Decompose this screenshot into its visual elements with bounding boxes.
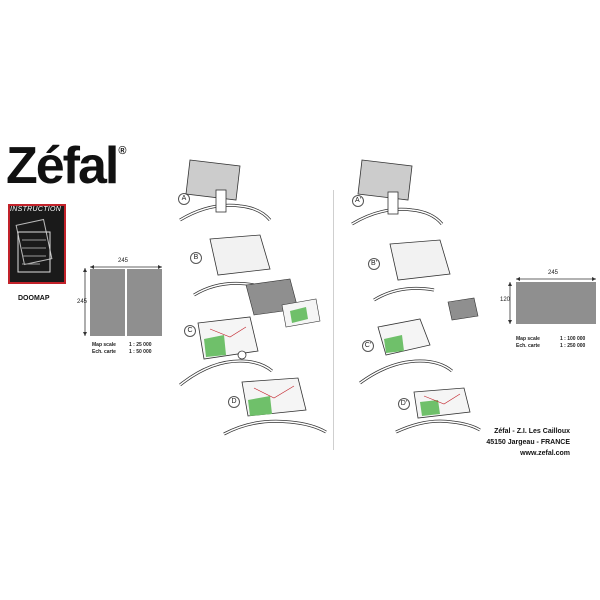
right-map-height-arrow xyxy=(508,282,512,324)
step-b-prime-illustration xyxy=(373,239,479,321)
right-scale-2: 1 : 250 000 xyxy=(560,343,586,349)
left-scale-1: 1 : 25 000 xyxy=(129,342,152,348)
step-d-prime-label: D' xyxy=(398,398,410,410)
step-a-label: A xyxy=(178,193,190,205)
step-d-illustration xyxy=(223,377,327,436)
left-map-sheet xyxy=(90,269,162,336)
left-map-scale-label: Map scale Ech. carte xyxy=(92,342,116,356)
document-icon xyxy=(15,218,53,273)
right-map-height-label: 120 xyxy=(500,297,511,303)
left-scale-en: Map scale xyxy=(92,342,116,348)
address-line-1: Zéfal - Z.I. Les Cailloux xyxy=(494,428,570,435)
left-scale-fr: Ech. carte xyxy=(92,349,116,355)
step-a-prime-illustration xyxy=(351,159,444,226)
step-c-illustration xyxy=(179,316,273,387)
left-map-scale-values: 1 : 25 000 1 : 50 000 xyxy=(129,342,152,356)
right-scale-1: 1 : 100 000 xyxy=(560,336,586,342)
right-map-width-arrow xyxy=(516,277,596,281)
step-c-prime-label: C' xyxy=(362,340,374,352)
column-divider xyxy=(333,190,334,450)
zefal-logo: Zéfal® xyxy=(6,137,127,195)
right-scale-en: Map scale xyxy=(516,336,540,342)
right-map-scale-values: 1 : 100 000 1 : 250 000 xyxy=(560,336,585,350)
left-map-height-arrow xyxy=(83,268,87,336)
step-a-prime-label: A' xyxy=(352,195,364,207)
step-c-prime-illustration xyxy=(359,318,453,385)
right-map-width-label: 245 xyxy=(548,270,559,276)
registered-mark: ® xyxy=(118,145,126,157)
address-line-2: 45150 Jargeau - FRANCE xyxy=(486,439,570,446)
instruction-label: INSTRUCTION xyxy=(10,206,62,213)
right-map-scale-label: Map scale Ech. carte xyxy=(516,336,540,350)
website-link[interactable]: www.zefal.com xyxy=(520,450,570,457)
left-map-width-arrow xyxy=(90,265,162,269)
step-b-illustration xyxy=(193,234,321,328)
step-b-label: B xyxy=(190,252,202,264)
company-address: Zéfal - Z.I. Les Cailloux 45150 Jargeau … xyxy=(486,426,570,459)
step-b-prime-label: B' xyxy=(368,258,380,270)
left-scale-2: 1 : 50 000 xyxy=(129,349,152,355)
step-a-illustration xyxy=(179,159,272,222)
step-d-prime-illustration xyxy=(395,387,481,434)
right-scale-fr: Ech. carte xyxy=(516,343,540,349)
left-map-height-label: 245 xyxy=(77,299,88,305)
right-map-sheet xyxy=(516,282,596,324)
left-map-width-label: 245 xyxy=(118,258,129,264)
logo-text: Zéfal xyxy=(6,137,119,195)
product-name: DOOMAP xyxy=(18,295,50,302)
step-c-label: C xyxy=(184,325,196,337)
step-d-label: D xyxy=(228,396,240,408)
